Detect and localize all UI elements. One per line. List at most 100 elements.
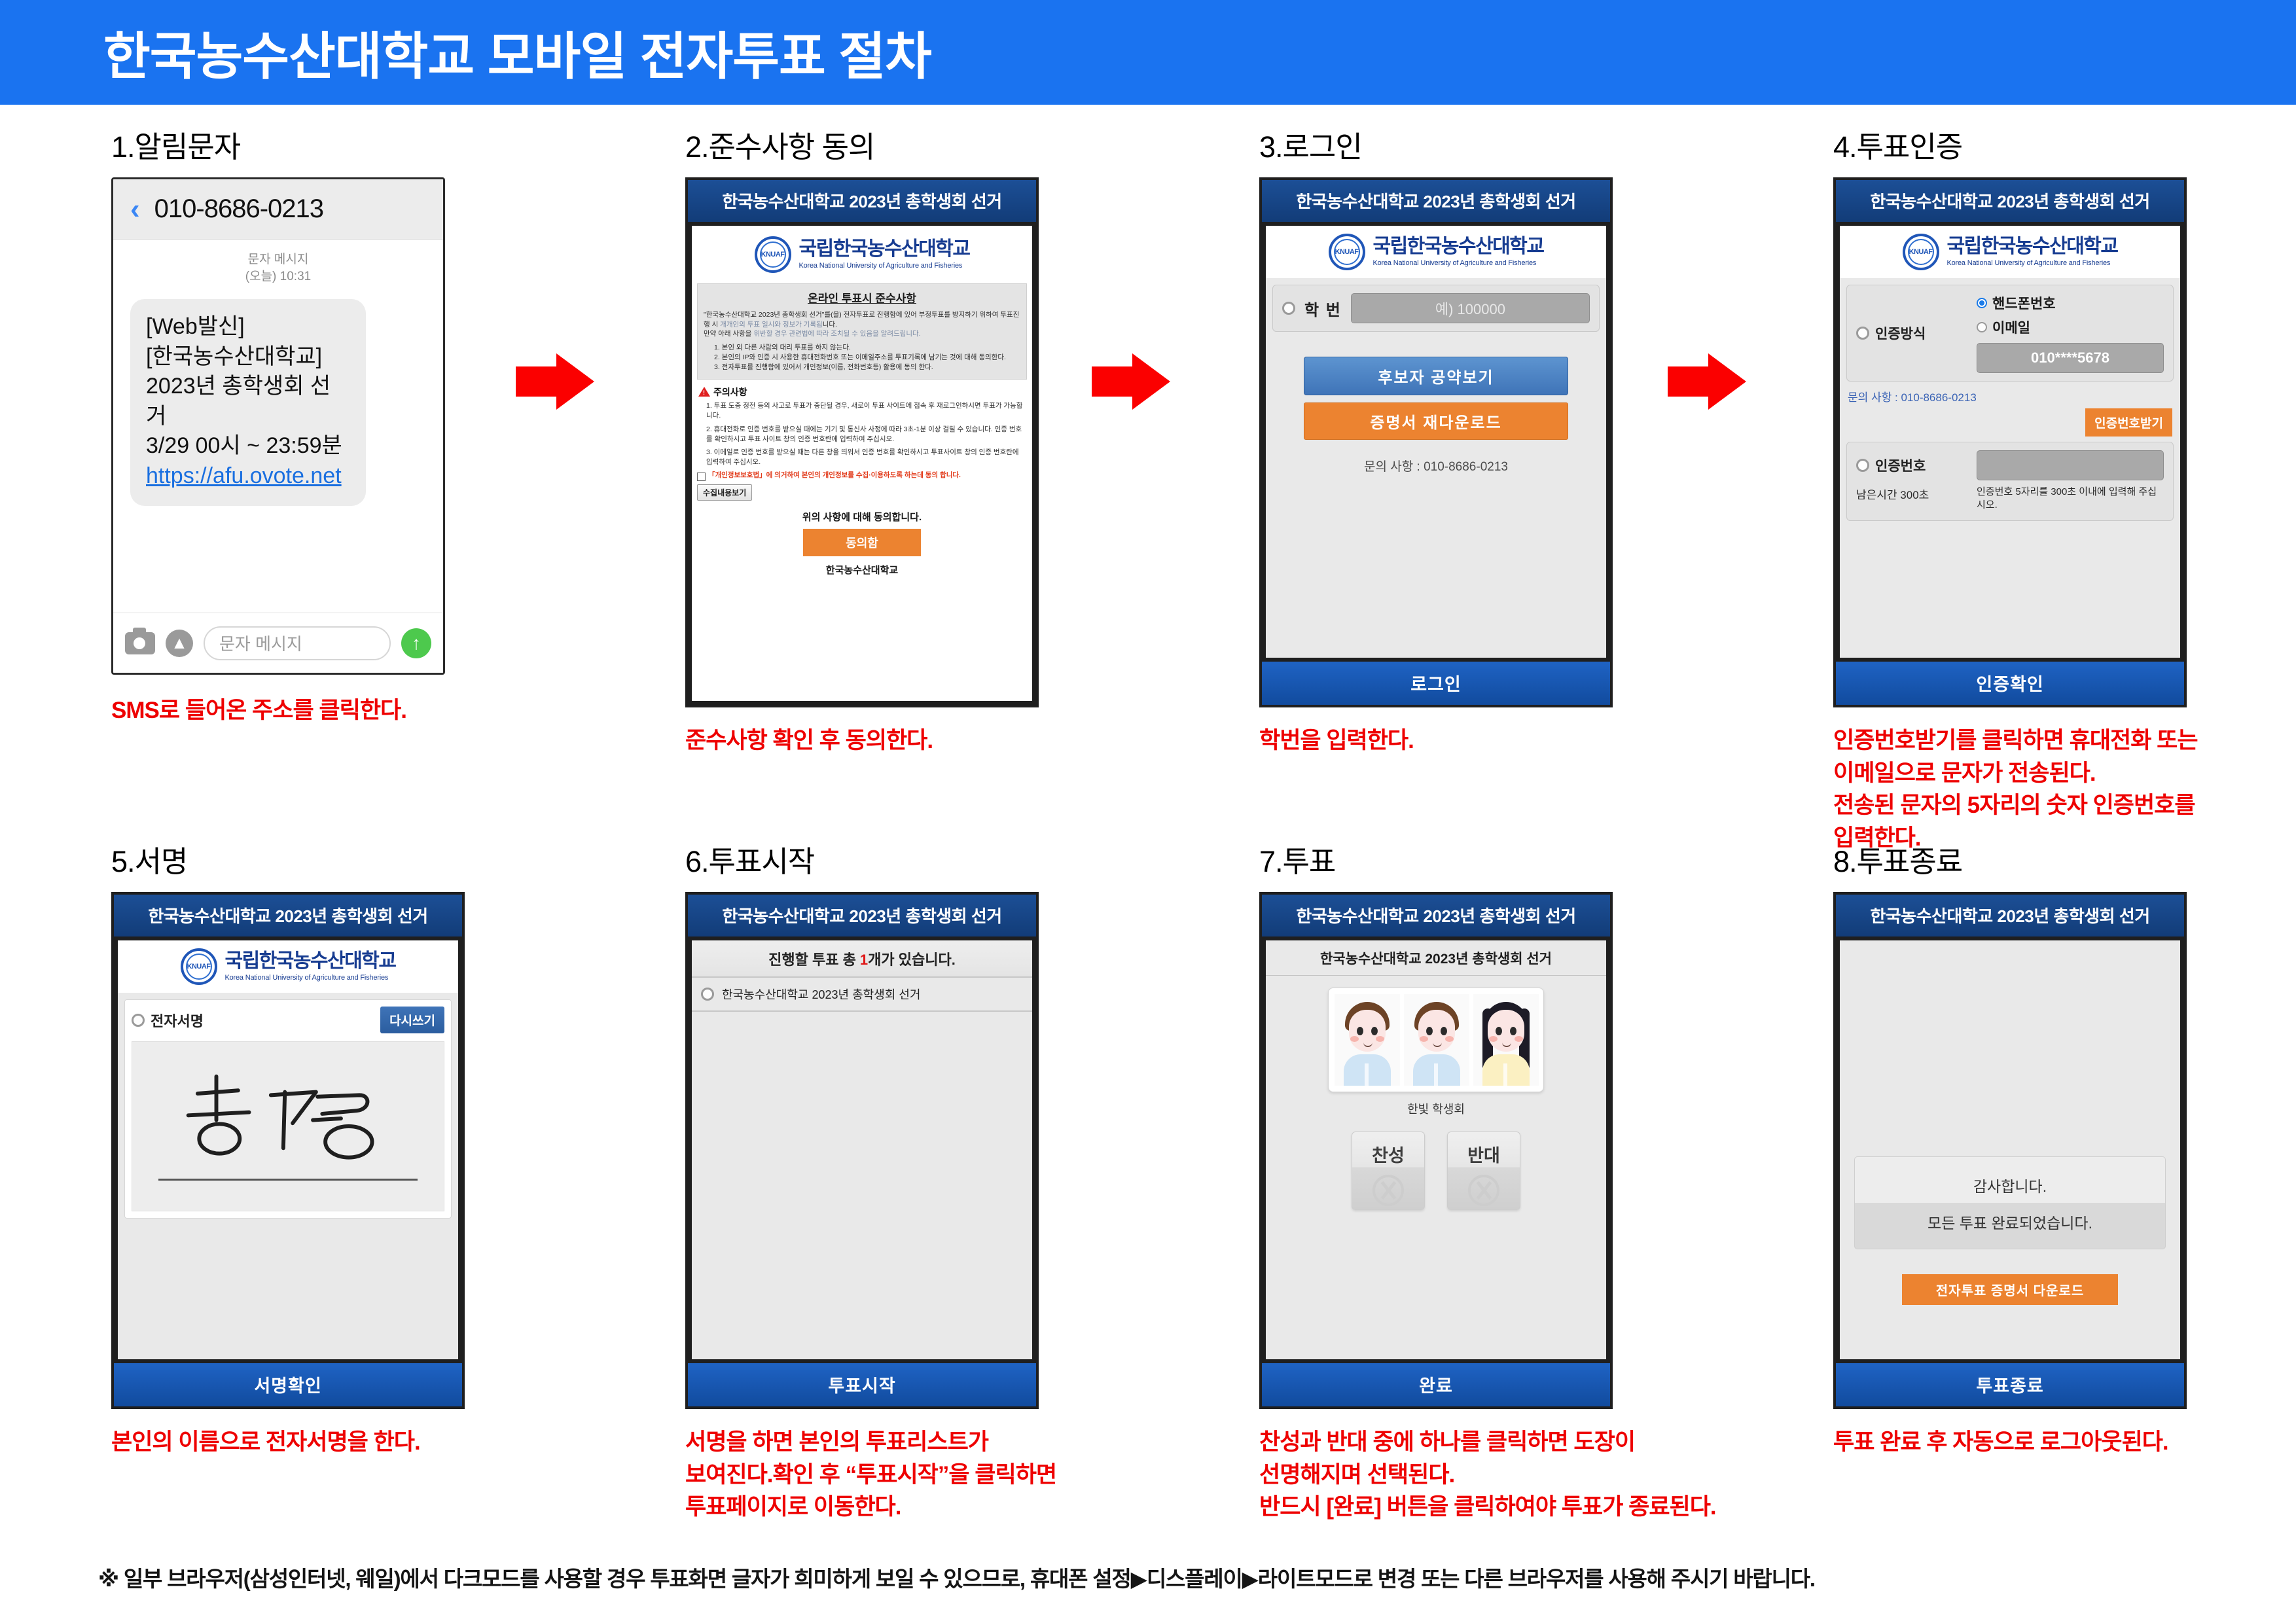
camera-icon[interactable] [125,627,155,654]
step-6-cell: 6.투표시작 한국농수산대학교 2023년 총학생회 선거 진행할 투표 총 1… [574,838,1148,1525]
steps-row-bottom: 5.서명 한국농수산대학교 2023년 총학생회 선거 KNUAF 국립한국농수… [0,838,2296,1525]
vote-count-number: 1 [859,952,869,968]
flow-arrow-1-to-2 [516,353,594,410]
download-certificate-button[interactable]: 전자투표 증명서 다운로드 [1902,1274,2118,1305]
sms-sender-number: 010-8686-0213 [154,194,324,223]
signature-phone-mockup: 한국농수산대학교 2023년 총학생회 선거 KNUAF 국립한국농수산대학교 … [111,892,465,1409]
vote-item-label: 한국농수산대학교 2023년 총학생회 선거 [722,988,921,1001]
app-header-title: 한국농수산대학교 2023년 총학생회 선거 [1262,895,1610,936]
step-5-heading: 5.서명 [111,845,188,878]
login-screen: KNUAF 국립한국농수산대학교 Korea National Universi… [1266,226,1606,658]
consent-doc-title: 온라인 투표시 준수사항 [808,293,916,305]
redownload-certificate-button[interactable]: 증명서 재다운로드 [1304,402,1568,440]
privacy-checkbox[interactable] [697,473,706,482]
signature-redo-button[interactable]: 다시쓰기 [380,1007,444,1033]
consent-paragraph-2: 만약 아래 사항을 위반할 경우 관련법에 따라 조치될 수 있음을 알려드립니… [704,329,1020,339]
warning-item-2: 2. 휴대전화로 인증 번호를 받으실 때에는 기기 및 통신사 사정에 따라 … [706,425,1022,443]
signature-header: 전자서명 다시쓰기 [132,1007,444,1033]
step-7-caption: 찬성과 반대 중에 하나를 클릭하면 도장이 선명해지며 선택된다. 반드시 [… [1259,1429,1717,1520]
signature-pad[interactable] [132,1041,444,1211]
vote-list-item[interactable]: 한국농수산대학교 2023년 총학생회 선거 [692,978,1032,1012]
vote-item-radio[interactable] [701,988,714,1001]
step-4-caption: 인증번호받기를 클릭하면 휴대전화 또는 이메일으로 문자가 전송된다. 전송된… [1833,728,2198,851]
reject-button[interactable]: 반대 [1447,1132,1520,1210]
sms-line-3: 2023년 총학생회 선거 [146,374,331,429]
step-2-cell: 2.준수사항 동의 한국농수산대학교 2023년 총학생회 선거 KNUAF 국… [574,123,1148,838]
agree-button[interactable]: 동의함 [803,529,921,557]
view-pledges-button[interactable]: 후보자 공약보기 [1304,357,1568,395]
auth-code-input[interactable] [1977,450,2164,480]
start-vote-button[interactable]: 투표시작 [688,1363,1036,1406]
verify-auth-button[interactable]: 인증확인 [1836,662,2184,705]
consent-paragraph-1: "한국농수산대학교 2023년 총학생회 선거"를(을) 전자투표로 진행함에 … [704,310,1020,329]
consent-p1-c: 니다. [822,320,837,329]
sms-message-input[interactable]: 문자 메시지 [204,626,391,660]
chevron-left-icon[interactable]: ‹ [130,192,140,225]
sms-timestamp: 문자 메시지 (오늘) 10:31 [113,251,443,285]
student-id-input[interactable]: 예) 100000 [1350,293,1590,323]
vote-list-screen: 진행할 투표 총 1개가 있습니다. 한국농수산대학교 2023년 총학생회 선… [692,940,1032,1359]
phone-option-radio[interactable] [1977,298,1987,308]
footer-note: ※ 일부 브라우저(삼성인터넷, 웨일)에서 다크모드를 사용할 경우 투표화면… [98,1567,1816,1591]
vote-choice-buttons: 찬성 반대 [1266,1132,1606,1210]
student-id-radio[interactable] [1282,302,1295,315]
logo-text-korean: 국립한국농수산대학교 [224,950,397,972]
consent-p2-b: 위반할 경우 관련법에 따라 조치될 수 있음을 알려드립니다. [753,330,921,338]
done-screen: 감사합니다. 모든 투표 완료되었습니다. 전자투표 증명서 다운로드 [1840,940,2180,1359]
warning-triangle-icon [698,387,710,397]
app-store-icon[interactable]: ▲ [166,629,193,657]
signature-radio[interactable] [132,1013,145,1027]
auth-code-radio[interactable] [1856,459,1869,472]
email-option-radio[interactable] [1977,322,1987,332]
login-button[interactable]: 로그인 [1262,662,1610,705]
step-6-caption: 서명을 하면 본인의 투표리스트가 보여진다.확인 후 “투표시작”을 클릭하면… [685,1429,1057,1520]
consent-rule-3: 3. 전자투표를 진행함에 있어서 개인정보(이름, 전화번호등) 활용에 동의… [714,363,933,371]
seal-text: KNUAF [187,963,211,971]
auth-code-hint: 인증번호 5자리를 300초 이내에 입력해 주십시오. [1977,486,2157,511]
view-collection-button[interactable]: 수집내용보기 [697,484,753,501]
signature-baseline [158,1179,418,1181]
student-id-label: 학 번 [1304,301,1342,319]
university-logo: KNUAF 국립한국농수산대학교 Korea National Universi… [697,228,1027,281]
consent-document: KNUAF 국립한국농수산대학교 Korea National Universi… [692,226,1032,701]
step-4-heading: 4.투표인증 [1833,130,1963,164]
consent-rule-list: 1. 본인 외 다른 사람의 대리 투표를 하지 않는다. 2. 본인의 IP와… [714,343,1020,372]
send-arrow-up-icon[interactable]: ↑ [401,628,431,658]
sms-meta-time: (오늘) 10:31 [245,269,312,283]
consent-terms-box: 온라인 투표시 준수사항 "한국농수산대학교 2023년 총학생회 선거"를(을… [697,283,1027,380]
step-8-caption: 투표 완료 후 자동으로 로그아웃된다. [1833,1429,2169,1455]
step-1-heading: 1.알림문자 [111,130,241,164]
app-header-title: 한국농수산대학교 2023년 총학생회 선거 [688,180,1036,222]
candidate-photo-2 [1404,994,1469,1086]
step-4-cell: 4.투표인증 한국농수산대학교 2023년 총학생회 선거 KNUAF 국립한국… [1722,123,2296,851]
approve-button[interactable]: 찬성 [1352,1132,1425,1210]
student-id-panel: 학 번 예) 100000 [1272,285,1600,332]
logo-text-english: Korea National University of Agriculture… [1372,259,1537,267]
complete-vote-button[interactable]: 완료 [1262,1363,1610,1406]
privacy-consent-label: 「개인정보보호법」에 의거하여 본인의 개인정보를 수집·이용하도록 하는데 동… [708,471,961,480]
privacy-consent-row[interactable]: 「개인정보보호법」에 의거하여 본인의 개인정보를 수집·이용하도록 하는데 동… [697,471,1027,482]
step-2-heading: 2.준수사항 동의 [685,130,875,164]
sms-phone-mockup: ‹ 010-8686-0213 문자 메시지 (오늘) 10:31 [Web발신… [111,177,445,675]
sms-topbar: ‹ 010-8686-0213 [113,179,443,240]
candidate-photo-3 [1473,994,1539,1086]
step-8-cell: 8.투표종료 한국농수산대학교 2023년 총학생회 선거 감사합니다. 모든 … [1722,838,2296,1525]
thanks-message: 감사합니다. [1973,1178,2047,1195]
sms-vote-link[interactable]: https://afu.ovote.net [146,463,342,489]
vote-count-prefix: 진행할 투표 총 [768,952,860,968]
seal-text: KNUAF [1335,248,1359,256]
auth-method-radio[interactable] [1856,327,1869,340]
agree-statement: 위의 사항에 대해 동의합니다. [802,512,922,524]
university-logo: KNUAF 국립한국농수산대학교 Korea National Universi… [118,940,458,993]
consent-p2-a: 만약 아래 사항을 [704,330,754,338]
sms-compose-bar: ▲ 문자 메시지 ↑ [113,613,443,673]
done-phone-mockup: 한국농수산대학교 2023년 총학생회 선거 감사합니다. 모든 투표 완료되었… [1833,892,2187,1409]
logo-text-korean: 국립한국농수산대학교 [1372,236,1545,257]
end-vote-button[interactable]: 투표종료 [1836,1363,2184,1406]
confirm-signature-button[interactable]: 서명확인 [114,1363,462,1406]
logo-text-korean: 국립한국농수산대학교 [1946,236,2119,257]
get-auth-code-button[interactable]: 인증번호받기 [2085,408,2172,437]
vote-count-header: 진행할 투표 총 1개가 있습니다. [692,940,1032,978]
app-header-title: 한국농수산대학교 2023년 총학생회 선거 [1836,180,2184,222]
page-banner: 한국농수산대학교 모바일 전자투표 절차 [0,0,2296,105]
